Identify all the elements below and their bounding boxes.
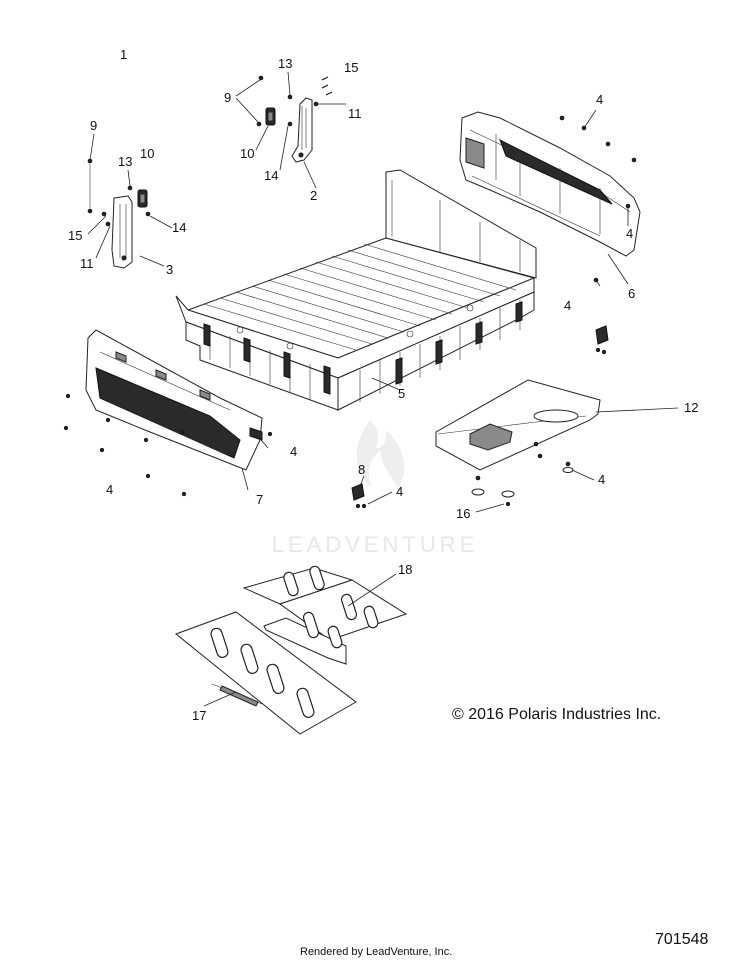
callout-11: 11 — [80, 256, 94, 271]
callout-4: 4 — [596, 92, 603, 107]
callout-10: 10 — [240, 146, 254, 161]
callout-4: 4 — [626, 226, 633, 241]
part-6-tailgate — [459, 111, 641, 257]
callout-4: 4 — [564, 298, 571, 313]
callouts: 1 9 13 15 11 10 14 2 9 13 10 14 15 11 3 … — [68, 47, 698, 723]
part-14-screw-a — [287, 121, 293, 127]
document-number: 701548 — [655, 931, 709, 948]
rendered-by-footer: Rendered by LeadVenture, Inc. — [300, 946, 453, 958]
part-12-skid-plate — [435, 379, 601, 471]
part-17-bed-mat — [174, 611, 357, 735]
callout-14: 14 — [264, 168, 278, 183]
callout-9: 9 — [90, 118, 97, 133]
callout-15: 15 — [344, 60, 358, 75]
callout-10: 10 — [140, 146, 154, 161]
copyright-notice: © 2016 Polaris Industries Inc. — [452, 706, 662, 723]
part-8-clip — [351, 483, 367, 509]
leadventure-watermark: LEADVENTURE — [272, 420, 479, 557]
callout-13: 13 — [118, 154, 132, 169]
callout-4: 4 — [106, 482, 113, 497]
callout-6: 6 — [628, 286, 635, 301]
callout-4: 4 — [598, 472, 605, 487]
part-13-nut-a — [287, 94, 293, 100]
callout-2: 2 — [310, 188, 317, 203]
callout-17: 17 — [192, 708, 206, 723]
callout-3: 3 — [166, 262, 173, 277]
callout-14: 14 — [172, 220, 186, 235]
callout-13: 13 — [278, 56, 292, 71]
callout-1: 1 — [120, 47, 127, 62]
leader-lines — [87, 71, 679, 707]
part-2-bracket — [265, 97, 313, 163]
callout-12: 12 — [684, 400, 698, 415]
callout-4: 4 — [290, 444, 297, 459]
callout-5: 5 — [398, 386, 405, 401]
part-15-bolts-a — [321, 76, 333, 96]
callout-9: 9 — [224, 90, 231, 105]
part-bracket-small — [595, 325, 609, 345]
part-18-bed-mat — [242, 565, 408, 665]
callout-16: 16 — [456, 506, 470, 521]
callout-18: 18 — [398, 562, 412, 577]
part-5-cargo-box — [175, 169, 537, 411]
part-11-bolt-a — [313, 101, 319, 107]
callout-4: 4 — [396, 484, 403, 499]
part-3-bracket — [89, 164, 148, 269]
part-7-front-panel — [85, 329, 263, 471]
callout-7: 7 — [256, 492, 263, 507]
watermark-text: LEADVENTURE — [272, 532, 479, 557]
callout-15: 15 — [68, 228, 82, 243]
part-9-screw-a — [258, 75, 264, 81]
callout-11: 11 — [348, 106, 362, 121]
callout-8: 8 — [358, 462, 365, 477]
